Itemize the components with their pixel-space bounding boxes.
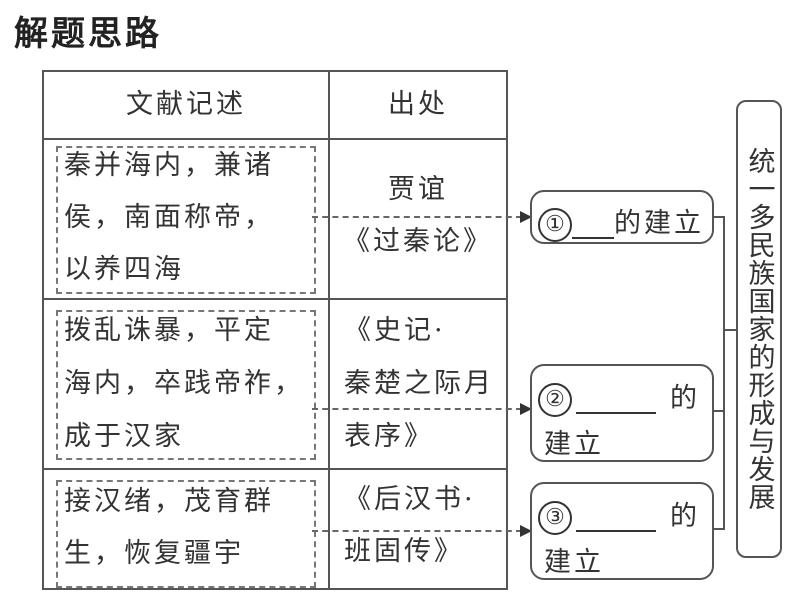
answer-blank[interactable] [576, 504, 656, 532]
header-source: 出处 [388, 89, 448, 120]
record-line: 接汉绪，茂育群 [64, 486, 274, 517]
record-line: 海内，卒践帝祚， [64, 368, 304, 399]
record-line: 侯，南面称帝， [64, 202, 274, 233]
source-line: 《后汉书· [344, 484, 476, 515]
answer-number: ② [538, 382, 572, 417]
source-line: 表序》 [344, 421, 434, 452]
record-box-1: 秦并海内，兼诸 侯，南面称帝， 以养四海 [56, 146, 316, 294]
answer-box-2: ② 的 建立 [530, 364, 714, 462]
bracket-line [714, 528, 724, 530]
arrowhead-icon [520, 403, 532, 415]
bracket-vertical [723, 216, 725, 530]
record-line: 成于汉家 [64, 421, 184, 452]
header-divider [44, 138, 506, 140]
header-record: 文献记述 [126, 89, 246, 120]
answer-text: 的 [670, 383, 700, 414]
row-divider [44, 298, 506, 300]
source-line: 班固传》 [344, 536, 464, 567]
arrowhead-icon [520, 525, 532, 537]
page-title: 解题思路 [14, 14, 162, 54]
connector-arrow-1 [312, 216, 522, 218]
conclusion-box: 统一多民族国家的形成与发展 [736, 100, 782, 558]
connector-arrow-2 [312, 408, 522, 410]
answer-number: ① [538, 207, 572, 242]
column-divider [328, 72, 330, 588]
answer-number: ③ [538, 500, 572, 535]
answer-text: 建立 [544, 429, 604, 460]
source-line: 秦楚之际月 [344, 368, 494, 399]
source-line: 贾谊 [388, 174, 448, 205]
bracket-line [714, 216, 724, 218]
answer-box-3: ③ 的 建立 [530, 482, 714, 580]
record-line: 生，恢复疆宇 [64, 538, 244, 569]
connector-arrow-3 [312, 530, 522, 532]
answer-box-1: ① 的建立 [530, 190, 714, 244]
arrowhead-icon [520, 211, 532, 223]
answer-text: 的 [670, 501, 700, 532]
answer-text: 建立 [544, 547, 604, 578]
record-line: 秦并海内，兼诸 [64, 150, 274, 181]
row-divider [44, 468, 506, 470]
source-table: 文献记述 出处 秦并海内，兼诸 侯，南面称帝， 以养四海 贾谊 《过秦论》 拨乱… [42, 70, 508, 590]
source-line: 《史记· [344, 315, 446, 346]
conclusion-text: 统一多民族国家的形成与发展 [743, 147, 775, 511]
record-line: 以养四海 [64, 254, 184, 285]
bracket-line [714, 410, 724, 412]
record-box-3: 接汉绪，茂育群 生，恢复疆宇 [56, 480, 316, 588]
answer-blank[interactable] [572, 211, 614, 239]
bracket-connector [724, 329, 736, 331]
record-box-2: 拨乱诛暴，平定 海内，卒践帝祚， 成于汉家 [56, 310, 316, 460]
answer-text: 的建立 [614, 208, 704, 239]
record-line: 拨乱诛暴，平定 [64, 315, 274, 346]
source-line: 《过秦论》 [343, 226, 493, 257]
answer-blank[interactable] [576, 386, 656, 414]
